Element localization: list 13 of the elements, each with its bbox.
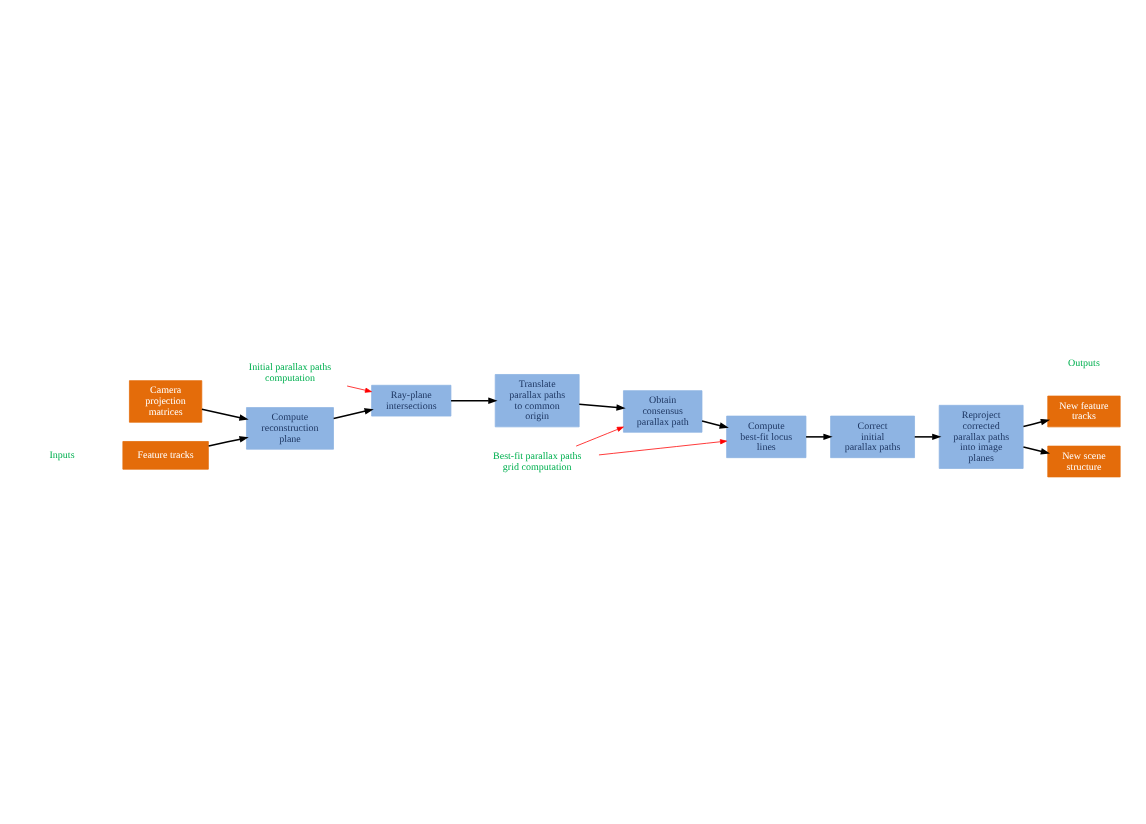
arrow	[201, 407, 249, 420]
arrow	[1022, 417, 1051, 427]
arrow	[1022, 445, 1051, 454]
arrow	[207, 435, 249, 446]
arrow	[598, 438, 727, 455]
arrow	[913, 432, 942, 440]
arrow	[346, 384, 372, 392]
arrow	[701, 419, 729, 428]
arrow	[578, 402, 626, 410]
arrow	[450, 396, 498, 403]
arrow	[575, 425, 624, 446]
arrow	[332, 407, 374, 419]
arrow	[805, 432, 833, 440]
